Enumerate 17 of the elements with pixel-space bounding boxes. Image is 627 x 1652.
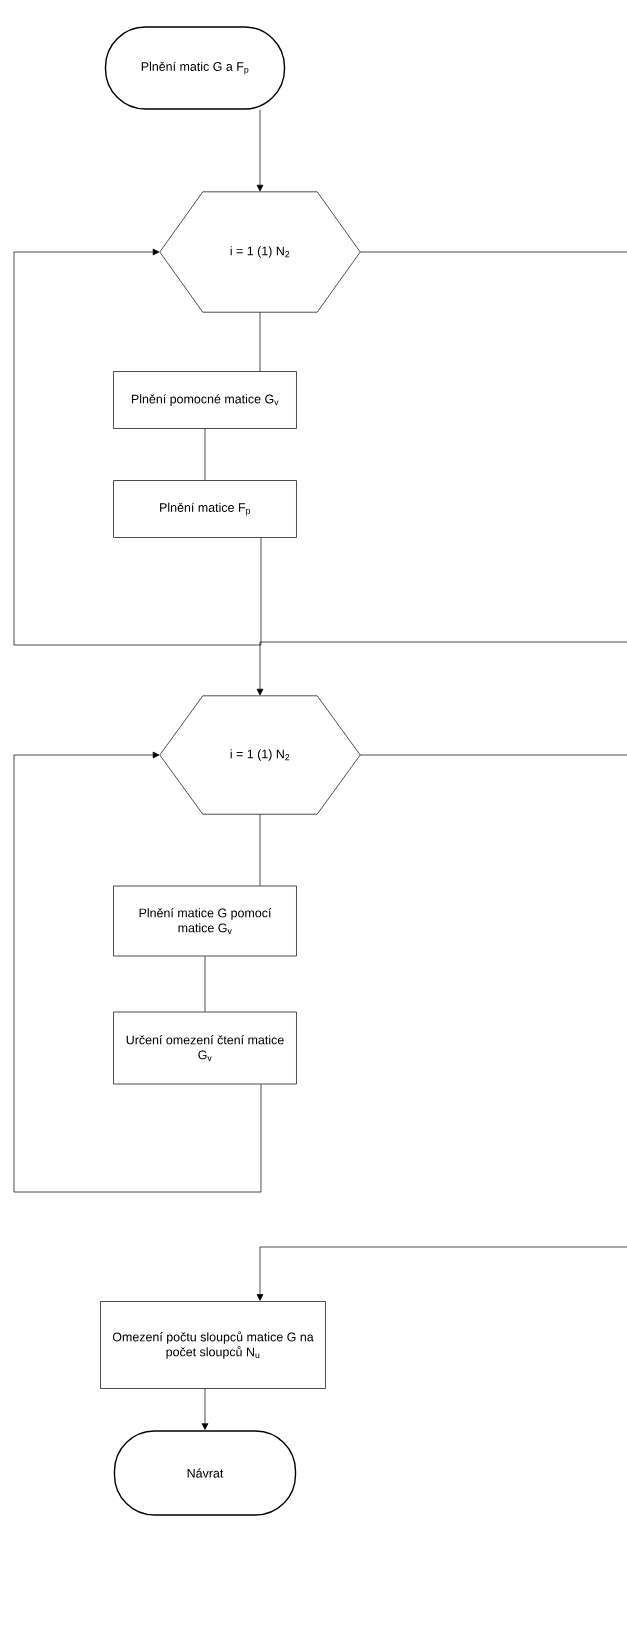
arrow: [13, 248, 262, 646]
arrow: [13, 751, 262, 1193]
connector-line: [204, 956, 206, 1012]
loop-hexagon: i = 1 (1) N$_{2}$: [159, 695, 361, 815]
process-box: Plnění pomocné matice G$_{v}$: [113, 371, 297, 429]
arrow: [201, 1388, 209, 1430]
connector-line: [259, 813, 261, 886]
process-box: Omezení počtu sloupců matice G na počet sloupců N$_{u}$: [100, 1301, 326, 1389]
connector-line: [259, 311, 261, 372]
loop-hexagon: i = 1 (1) N$_{2}$: [159, 191, 361, 313]
connector-line: [204, 428, 206, 481]
process-box: Plnění matice G pomocí matice G$_{v}$: [113, 885, 297, 957]
arrow: [256, 251, 627, 696]
arrow: [256, 754, 627, 1301]
process-box: Určení omezení čtení matice G$_{v}$: [113, 1011, 297, 1085]
process-box: Plnění matice F$_{p}$: [113, 480, 297, 538]
arrow: [256, 109, 264, 192]
